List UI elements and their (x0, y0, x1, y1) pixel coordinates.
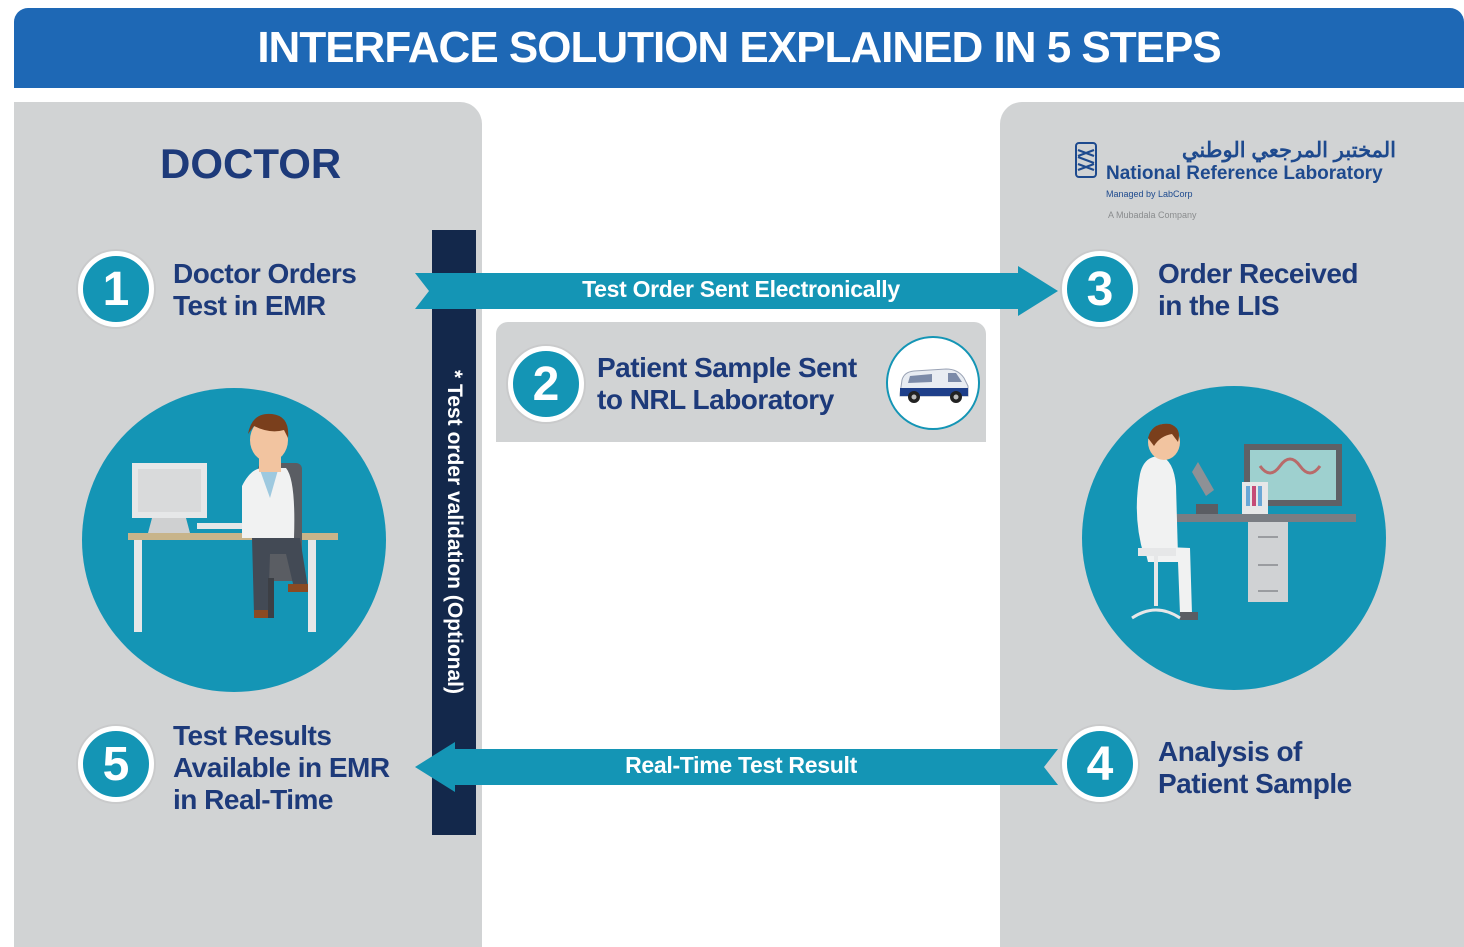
step-3-number: 3 (1062, 251, 1138, 327)
step-4-line1: Analysis of (1158, 736, 1302, 767)
step-1-text: Doctor Orders Test in EMR (173, 258, 357, 322)
lab-illustration (1082, 386, 1386, 690)
doctor-title: DOCTOR (160, 140, 342, 187)
step-2-line1: Patient Sample Sent (597, 352, 857, 383)
nrl-logo-icon (1075, 142, 1097, 178)
step-2-line2: to NRL Laboratory (597, 384, 834, 415)
validation-bar (432, 230, 476, 835)
step-5-line1: Test Results (173, 720, 332, 751)
forward-arrow (415, 266, 1058, 316)
validation-note: * Test order validation (Optional) (443, 370, 466, 694)
step-4-line2: Patient Sample (1158, 768, 1352, 799)
page-title: INTERFACE SOLUTION EXPLAINED IN 5 STEPS (257, 23, 1221, 72)
lab-name-english: National Reference Laboratory (1106, 163, 1383, 184)
step-3-text: Order Received in the LIS (1158, 258, 1359, 322)
return-arrow-label: Real-Time Test Result (625, 752, 857, 778)
forward-arrow-label: Test Order Sent Electronically (582, 276, 900, 302)
header-banner: INTERFACE SOLUTION EXPLAINED IN 5 STEPS (14, 8, 1464, 88)
lab-name-arabic: المختبر المرجعي الوطني (1181, 139, 1396, 162)
doctor-illustration (82, 388, 386, 692)
step-3-line2: in the LIS (1158, 290, 1280, 321)
scientist-with-microscope-icon (1131, 423, 1356, 620)
lab-company: A Mubadala Company (1108, 210, 1197, 220)
step-2-number: 2 (508, 346, 584, 422)
delivery-van-icon (899, 368, 969, 403)
step-5-number: 5 (78, 726, 154, 802)
step-4-text: Analysis of Patient Sample (1158, 736, 1352, 800)
doctor-at-computer-icon (128, 413, 338, 632)
step-1-line2: Test in EMR (173, 290, 326, 321)
step-5-text: Test Results Available in EMR in Real-Ti… (173, 720, 390, 816)
return-arrow (415, 742, 1058, 792)
lab-managed-by: Managed by LabCorp (1106, 189, 1193, 199)
step-5-line3: in Real-Time (173, 784, 333, 815)
step-5-line2: Available in EMR (173, 752, 390, 783)
step-1-line1: Doctor Orders (173, 258, 357, 289)
step-3-line1: Order Received (1158, 258, 1359, 289)
step-2-text: Patient Sample Sent to NRL Laboratory (597, 352, 857, 416)
van-badge (886, 336, 980, 430)
step-1-number: 1 (78, 251, 154, 327)
step-4-number: 4 (1062, 726, 1138, 802)
